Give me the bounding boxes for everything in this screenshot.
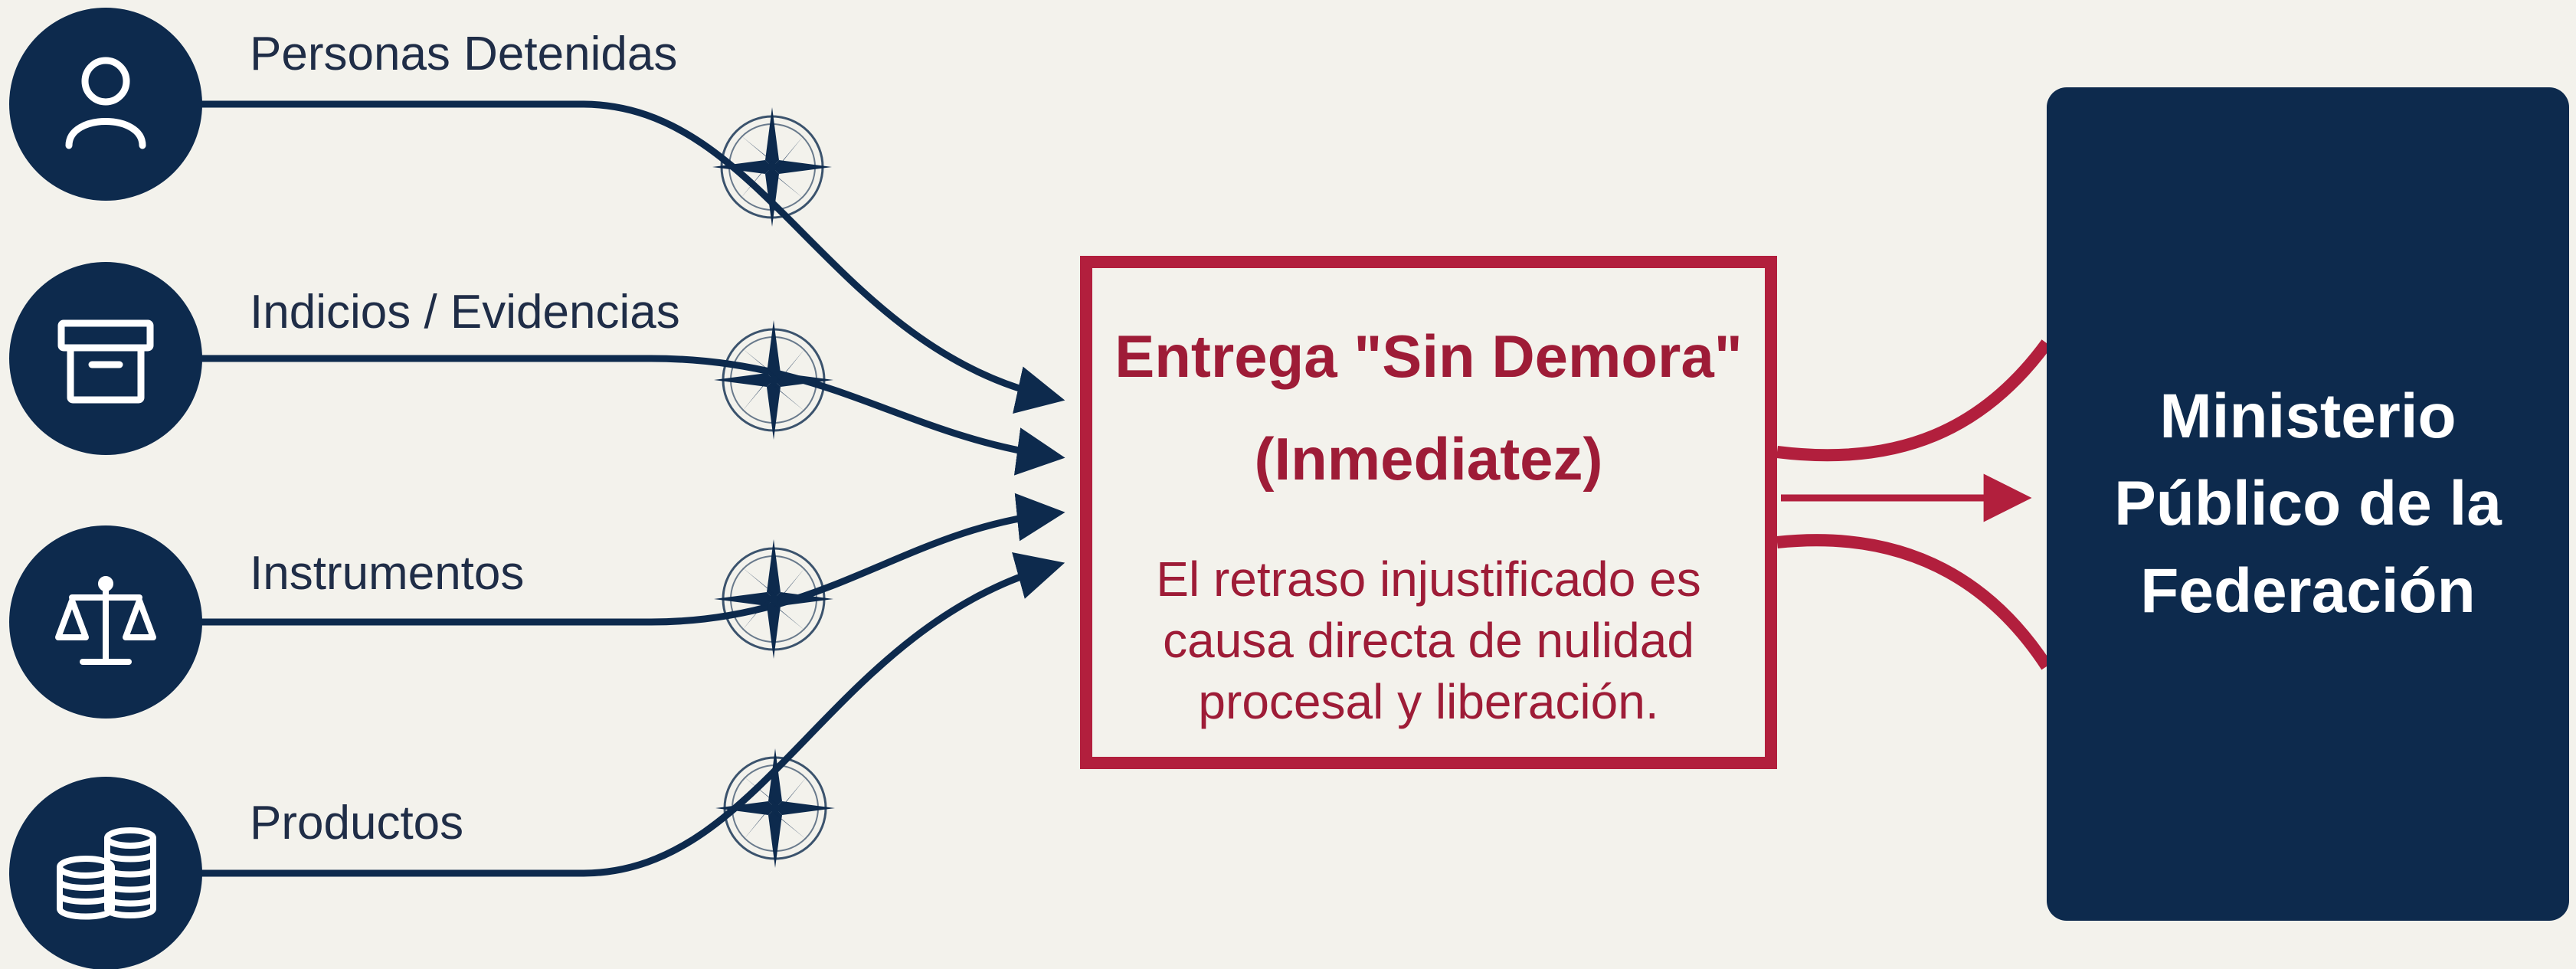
source-circle-indicios	[9, 262, 202, 455]
center-note: El retraso injustificado es causa direct…	[1092, 548, 1765, 732]
center-note-line1: El retraso injustificado es	[1156, 552, 1701, 607]
source-label-personas: Personas Detenidas	[250, 28, 678, 80]
center-title-line1: Entrega "Sin Demora"	[1115, 322, 1743, 390]
ministerio-line2: Público de la	[2114, 469, 2502, 539]
source-label-productos: Productos	[250, 797, 464, 850]
compass-rose-icon	[711, 106, 833, 228]
compass-rose-icon	[712, 538, 835, 660]
source-label-indicios: Indicios / Evidencias	[250, 286, 680, 339]
coins-icon	[57, 827, 156, 920]
connector-personas	[201, 100, 1065, 414]
connector-indicios	[201, 355, 1065, 476]
scales-icon	[55, 576, 156, 665]
ministerio-title: Ministerio Público de la Federación	[2091, 373, 2525, 635]
center-title-line2: (Inmediatez)	[1254, 425, 1603, 493]
ministerio-box: Ministerio Público de la Federación	[2047, 87, 2569, 921]
center-box: Entrega "Sin Demora" (Inmediatez) El ret…	[1080, 256, 1777, 769]
compass-rose-icon	[712, 319, 835, 441]
compass-rose-icon	[714, 747, 836, 869]
center-note-line3: procesal y liberación.	[1198, 674, 1659, 729]
connector-instrumentos	[201, 493, 1065, 626]
box-icon	[57, 319, 154, 404]
center-note-line2: causa directa de nulidad	[1163, 613, 1694, 668]
center-title: Entrega "Sin Demora" (Inmediatez)	[1092, 305, 1765, 510]
red-curve-bottom	[1776, 534, 2052, 670]
ministerio-line3: Federación	[2140, 556, 2476, 626]
red-curve-top	[1776, 339, 2052, 462]
connector-productos	[201, 552, 1065, 877]
person-icon	[65, 57, 146, 149]
ministerio-line1: Ministerio	[2159, 381, 2457, 451]
source-label-instrumentos: Instrumentos	[250, 547, 525, 600]
